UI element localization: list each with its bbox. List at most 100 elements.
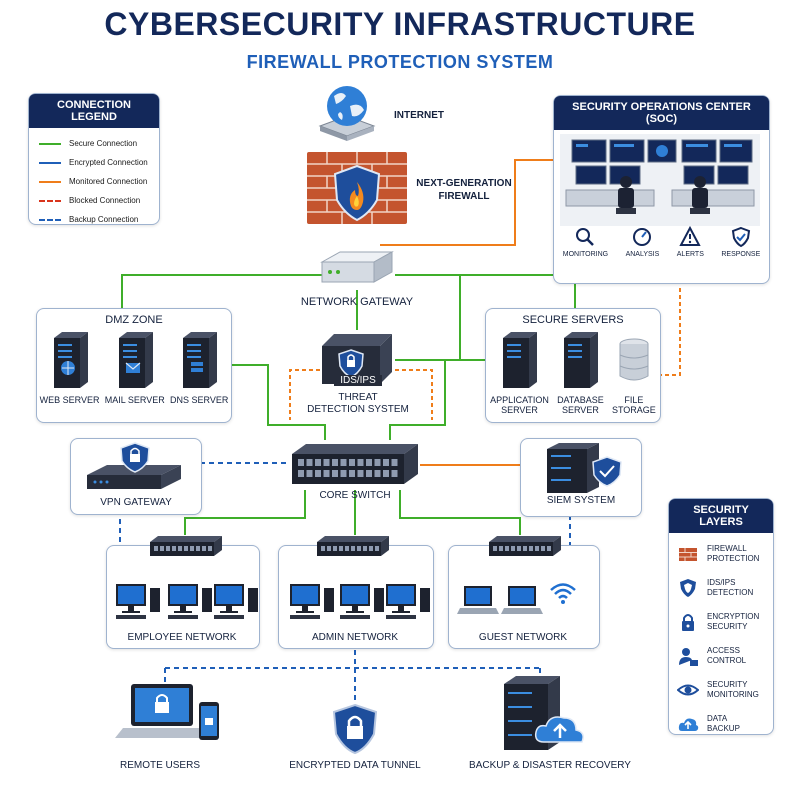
dmz-server: WEB SERVER xyxy=(40,330,99,405)
soc-secure-servers-line xyxy=(660,288,681,376)
access-switch xyxy=(148,534,224,565)
legend-item: Blocked Connection xyxy=(29,191,159,210)
layer-item-label-line1: DATA xyxy=(707,714,728,724)
layer-item-label-line1: ACCESS xyxy=(707,646,740,656)
switch-icon xyxy=(150,536,222,556)
globe-icon xyxy=(318,86,376,141)
desktop-computer xyxy=(338,582,386,627)
core-guest-line xyxy=(399,490,521,535)
laptop-icon xyxy=(457,586,499,614)
layer-item-label-line2: CONTROL xyxy=(707,656,747,665)
gateway-node xyxy=(318,248,396,290)
desktop-computer xyxy=(114,582,162,627)
access-switch xyxy=(487,534,563,565)
legend-title: CONNECTION LEGEND xyxy=(29,94,159,128)
switch-icon xyxy=(317,536,389,556)
firewall-node xyxy=(305,150,409,226)
dmz-server: MAIL SERVER xyxy=(105,330,165,405)
padlock-icon xyxy=(677,611,699,633)
shield-check-icon xyxy=(731,226,750,248)
laptop-icon xyxy=(501,586,543,614)
desktop-computer-icon xyxy=(214,584,258,619)
eye-icon xyxy=(677,679,699,701)
layer-item-label-line1: IDS/IPS xyxy=(707,578,736,588)
soc-item: ALERTS xyxy=(677,226,704,258)
secure-server-label-line2: STORAGE xyxy=(611,405,656,416)
legend-item: Secure Connection xyxy=(29,134,159,153)
legend-item-label: Encrypted Connection xyxy=(69,158,148,167)
soc-monitor-line xyxy=(380,159,555,246)
router-icon xyxy=(320,251,394,283)
laptop-phone-icon xyxy=(115,684,219,740)
vpn-gateway-icon xyxy=(87,442,181,489)
soc-panel: SECURITY OPERATIONS CENTER (SOC) MONITOR… xyxy=(553,95,770,284)
legend-item-label: Secure Connection xyxy=(69,139,138,148)
dmz-server-label: DNS SERVER xyxy=(170,395,229,405)
warning-icon xyxy=(679,226,701,246)
dmz-server-label: MAIL SERVER xyxy=(104,395,165,405)
backup-label: BACKUP & DISASTER RECOVERY xyxy=(469,760,631,771)
layer-item-label-line1: FIREWALL xyxy=(707,544,747,554)
core-employee-line xyxy=(184,490,306,535)
server-tower-icon xyxy=(564,332,599,388)
ids-monitor-right xyxy=(395,369,433,420)
firewall-label-line2: FIREWALL xyxy=(438,190,490,202)
remote-users-node xyxy=(105,680,225,750)
desktop-computer xyxy=(166,582,214,627)
desktop-computer-icon xyxy=(116,584,160,619)
backup-server-cloud-icon xyxy=(504,676,584,750)
secure-server-label-line2: SERVER xyxy=(501,405,538,416)
firewall-label: NEXT-GENERATION FIREWALL xyxy=(414,178,514,203)
user-lock-icon xyxy=(677,645,699,667)
soc-item: ANALYSIS xyxy=(626,226,659,258)
layer-item-label-line2: PROTECTION xyxy=(707,554,760,563)
dmz-server: DNS SERVER xyxy=(170,330,228,405)
internet-node xyxy=(312,82,382,142)
gateway-dmz-line xyxy=(121,274,325,310)
soc-item: MONITORING xyxy=(563,226,608,258)
soc-title: SECURITY OPERATIONS CENTER (SOC) xyxy=(554,96,769,130)
soc-item: RESPONSE xyxy=(721,226,760,258)
core-switch-node xyxy=(288,440,422,488)
legend-item: Encrypted Connection xyxy=(29,153,159,172)
soc-item-label: ALERTS xyxy=(676,251,704,258)
layer-item-label-line2: SECURITY xyxy=(707,622,748,631)
layer-item-label-line1: SECURITY xyxy=(707,680,748,690)
ids-label-line2: DETECTION SYSTEM xyxy=(307,404,409,415)
legend-line-swatch xyxy=(39,161,61,164)
encrypted-tunnel-label: ENCRYPTED DATA TUNNEL xyxy=(289,760,421,771)
magnifier-icon xyxy=(576,228,595,246)
legend-line-swatch xyxy=(39,218,61,221)
legend-item: Backup Connection xyxy=(29,210,159,229)
laptop-computer xyxy=(456,584,500,623)
ids-monitor-left xyxy=(289,369,320,420)
backup-node xyxy=(494,672,588,754)
brick-wall-flame-icon xyxy=(307,152,407,224)
secure-server-label-line1: APPLICATION xyxy=(490,395,549,405)
ids-badge: IDS/IPS xyxy=(334,375,382,386)
soc-item-label: RESPONSE xyxy=(721,251,761,258)
layer-item-label-line2: DETECTION xyxy=(707,588,754,597)
soc-room-illustration xyxy=(560,134,760,226)
desktop-computer-icon xyxy=(386,584,430,619)
core-switch-icon xyxy=(292,444,418,484)
guest-network-label: GUEST NETWORK xyxy=(478,632,568,643)
desktop-computer xyxy=(384,582,432,627)
legend-line-swatch xyxy=(39,199,61,202)
shield-icon xyxy=(677,577,699,599)
legend-item-label: Blocked Connection xyxy=(69,196,141,205)
internet-label: INTERNET xyxy=(394,110,444,121)
core-switch-label: CORE SWITCH xyxy=(319,490,391,501)
layer-item-label-line2: MONITORING xyxy=(707,690,759,699)
legend-line-swatch xyxy=(39,142,61,145)
